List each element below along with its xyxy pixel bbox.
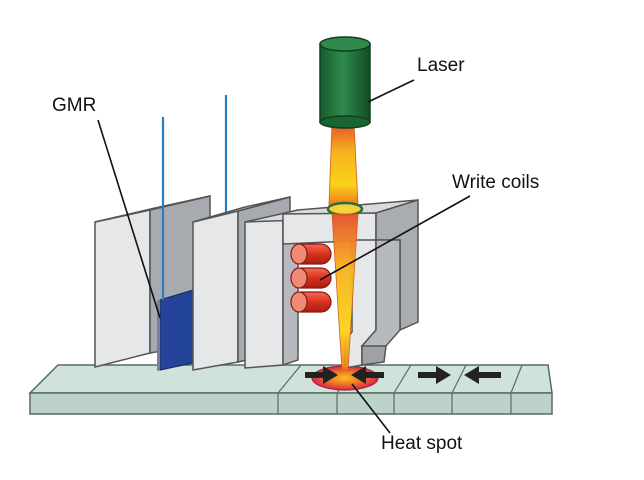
heat-spot-leader xyxy=(351,383,391,434)
left-arrow-icon xyxy=(464,366,501,384)
left-arrow-icon xyxy=(351,366,384,384)
gmr-sensor xyxy=(157,289,194,371)
gmr-leader xyxy=(97,119,161,319)
write-coils-label: Write coils xyxy=(452,172,540,193)
right-arrow-icon xyxy=(418,366,451,384)
laser-source xyxy=(319,36,371,129)
coil-turn xyxy=(290,267,332,289)
leader-lines xyxy=(97,79,471,434)
write-coils-leader xyxy=(319,195,471,281)
write-pole xyxy=(244,198,419,369)
bit-dividers xyxy=(277,364,523,414)
waveguide-aperture xyxy=(326,201,364,217)
gmr-leads xyxy=(161,95,228,300)
magnetization-arrows xyxy=(305,366,501,384)
coil-turn xyxy=(290,291,332,313)
coil-turn xyxy=(290,243,332,265)
medium-front-face xyxy=(29,392,553,415)
laser-beam-upper xyxy=(328,122,359,206)
heat-spot-label: Heat spot xyxy=(381,433,463,454)
laser-label: Laser xyxy=(417,55,465,76)
laser-beam-lower xyxy=(331,213,359,371)
gmr-label: GMR xyxy=(52,95,97,116)
laser-leader xyxy=(367,79,415,103)
right-arrow-icon xyxy=(305,366,338,384)
write-coils xyxy=(290,243,332,313)
